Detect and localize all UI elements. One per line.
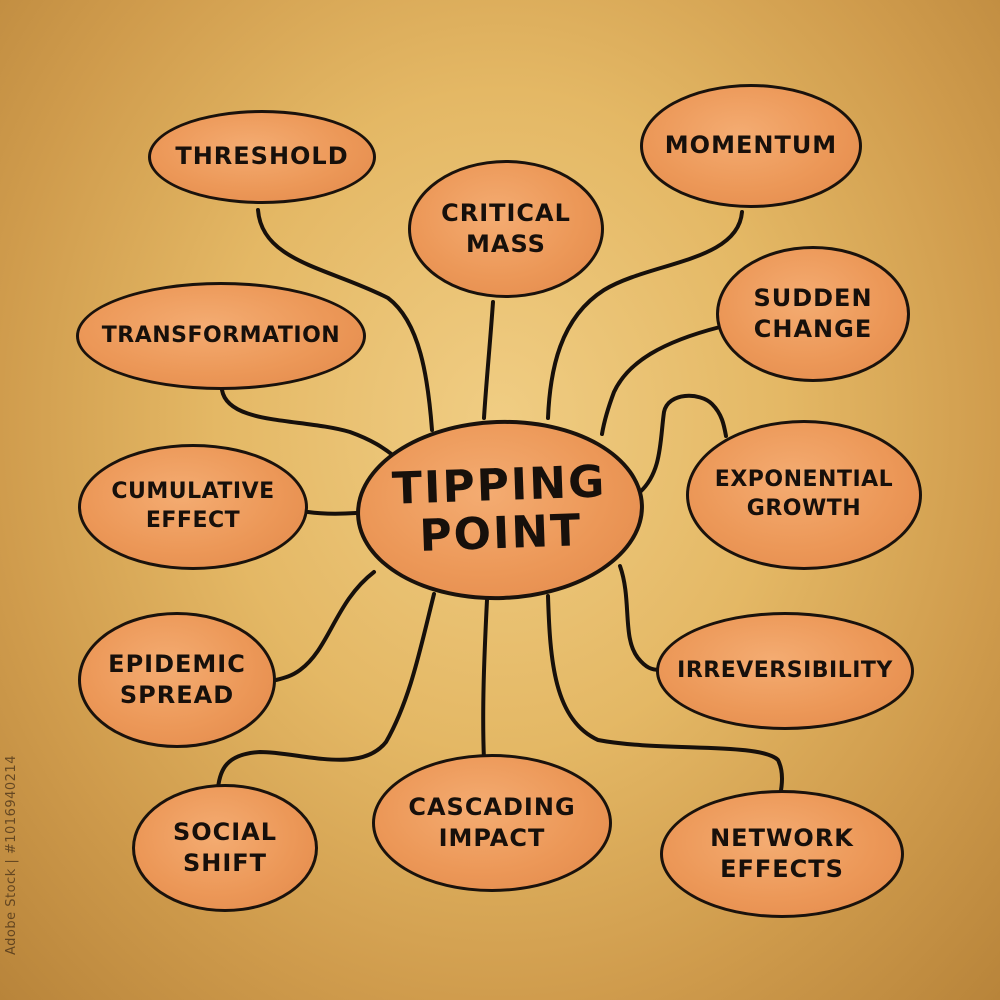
node-transformation: TRANSFORMATION (76, 282, 366, 390)
central-node-tipping-point: TIPPING POINT (352, 415, 648, 605)
central-node-line-2: POINT (418, 505, 584, 562)
node-cascading-impact: CASCADING IMPACT (372, 754, 612, 892)
node-exponential-growth-line-1: EXPONENTIAL (714, 467, 894, 493)
node-social-shift-line-1: SOCIAL (172, 817, 278, 846)
link-cumulative-effect (306, 510, 358, 516)
node-critical-mass: CRITICAL MASS (408, 160, 604, 298)
node-sudden-change-line-1: SUDDEN (753, 283, 873, 312)
link-cascading-impact (481, 598, 489, 762)
node-cumulative-effect-line-2: EFFECT (145, 508, 241, 533)
node-network-effects-line-1: NETWORK (710, 823, 854, 852)
node-network-effects-line-2: EFFECTS (720, 855, 844, 883)
node-exponential-growth: EXPONENTIAL GROWTH (686, 420, 922, 570)
node-cascading-impact-line-1: CASCADING (408, 792, 576, 821)
node-sudden-change: SUDDEN CHANGE (716, 246, 910, 382)
node-critical-mass-line-2: MASS (466, 230, 546, 258)
node-epidemic-spread-line-1: EPIDEMIC (108, 649, 246, 678)
node-cumulative-effect-line-1: CUMULATIVE (111, 479, 275, 505)
node-social-shift-line-2: SHIFT (182, 849, 268, 877)
node-network-effects: NETWORK EFFECTS (660, 790, 904, 918)
link-irreversibility (618, 564, 662, 672)
link-sudden-change (600, 325, 722, 436)
node-irreversibility-label: IRREVERSIBILITY (677, 657, 893, 683)
node-epidemic-spread: EPIDEMIC SPREAD (78, 612, 276, 748)
link-critical-mass (482, 300, 495, 420)
node-social-shift: SOCIAL SHIFT (132, 784, 318, 912)
node-irreversibility: IRREVERSIBILITY (656, 612, 914, 730)
node-epidemic-spread-line-2: SPREAD (119, 681, 235, 709)
link-transformation (220, 388, 396, 458)
link-epidemic-spread (274, 570, 376, 682)
node-transformation-label: TRANSFORMATION (101, 322, 341, 348)
node-momentum: MOMENTUM (640, 84, 862, 208)
node-momentum-label: MOMENTUM (664, 131, 838, 160)
node-threshold: THRESHOLD (148, 110, 376, 204)
node-sudden-change-line-2: CHANGE (753, 315, 873, 343)
stock-watermark: Adobe Stock | #1016940214 (4, 755, 19, 955)
node-critical-mass-line-1: CRITICAL (441, 198, 571, 227)
node-exponential-growth-line-2: GROWTH (746, 496, 862, 521)
node-cascading-impact-line-2: IMPACT (438, 824, 546, 852)
node-threshold-label: THRESHOLD (175, 142, 349, 171)
node-cumulative-effect: CUMULATIVE EFFECT (78, 444, 308, 570)
